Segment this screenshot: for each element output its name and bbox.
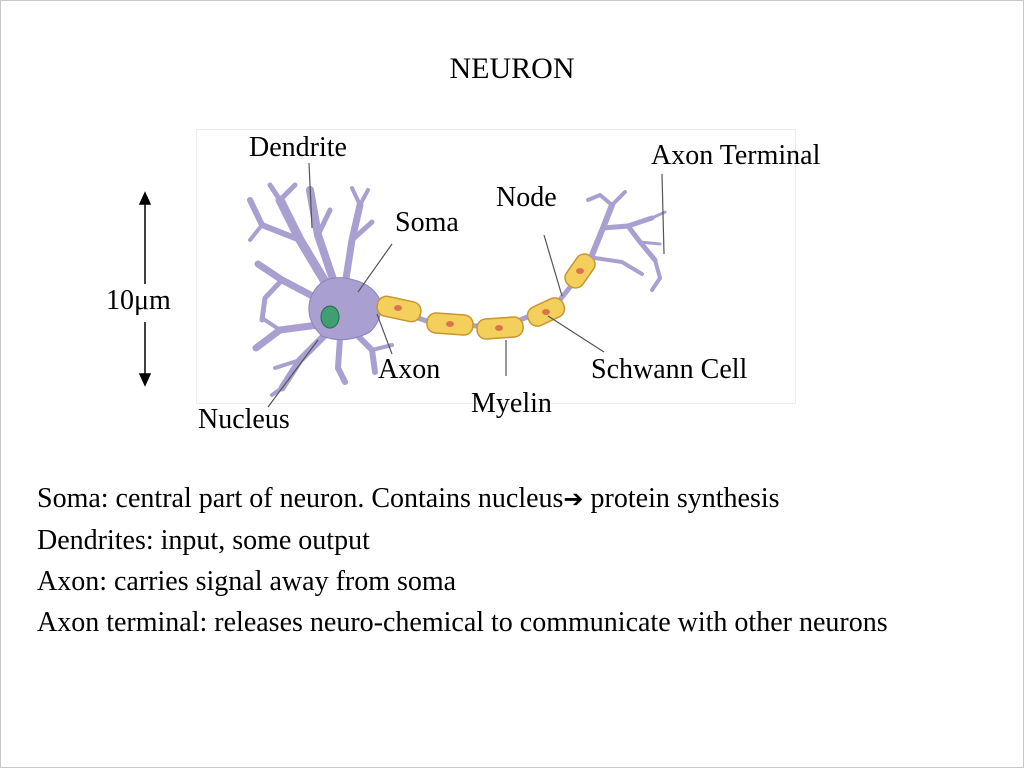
- description-text: Soma: central part of neuron. Contains n…: [37, 478, 987, 643]
- label-dendrite: Dendrite: [249, 132, 347, 163]
- soma-description-end: protein synthesis: [583, 483, 780, 514]
- leader-lines: [267, 162, 665, 408]
- label-nucleus: Nucleus: [198, 404, 290, 435]
- label-scale: 10μm: [106, 285, 171, 316]
- label-axon-terminal: Axon Terminal: [651, 140, 821, 171]
- soma: [308, 277, 382, 341]
- label-node: Node: [496, 182, 557, 213]
- page-title: NEURON: [449, 52, 575, 85]
- schwann-nuclei: [394, 268, 584, 331]
- label-axon: Axon: [378, 354, 441, 385]
- description-line-axon: Axon: carries signal away from soma: [37, 566, 457, 597]
- description-line-soma: Soma: central part of neuron. Contains n…: [37, 478, 987, 520]
- soma-description: Soma: central part of neuron. Contains n…: [37, 483, 564, 514]
- nucleus: [320, 305, 340, 329]
- description-line-dendrites: Dendrites: input, some output: [37, 525, 370, 556]
- right-arrow-icon: ➔: [563, 485, 584, 513]
- label-myelin: Myelin: [471, 388, 552, 419]
- description-line-axon-terminal: Axon terminal: releases neuro-chemical t…: [37, 607, 888, 638]
- label-schwann-cell: Schwann Cell: [591, 354, 748, 385]
- dendrites: [247, 182, 394, 397]
- axon-terminal: [586, 190, 667, 292]
- figure-frame: [196, 129, 796, 404]
- label-soma: Soma: [395, 207, 459, 238]
- scale-bar: [138, 191, 152, 387]
